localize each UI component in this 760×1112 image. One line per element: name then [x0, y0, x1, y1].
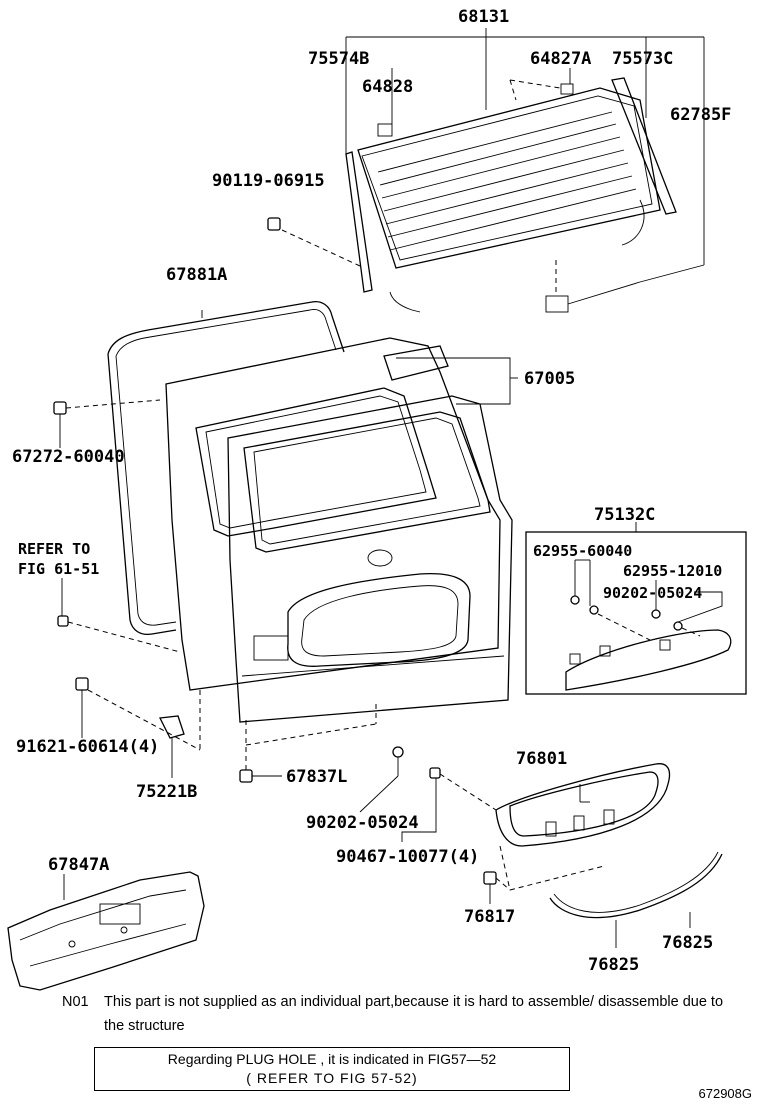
note-text: This part is not supplied as an individu…	[104, 994, 724, 1034]
label-67272-60040: 67272-60040	[12, 447, 125, 467]
label-refer-line1: REFER TO	[18, 540, 90, 558]
label-67005: 67005	[524, 369, 575, 389]
plug-hole-line1: Regarding PLUG HOLE , it is indicated in…	[167, 1051, 497, 1067]
label-90119-06915: 90119-06915	[212, 171, 325, 191]
clip-90119-icon	[267, 217, 281, 231]
label-75573C: 75573C	[612, 49, 673, 69]
leaders-67005	[201, 310, 518, 405]
label-76801: 76801	[516, 749, 567, 769]
back-door-inner	[227, 395, 513, 723]
label-76825-right: 76825	[662, 933, 713, 953]
label-64828: 64828	[362, 77, 413, 97]
part-labels: 68131 75574B 64827A 75573C 64828 62785F …	[12, 7, 731, 975]
label-62955-60040: 62955-60040	[533, 542, 632, 560]
label-75221B: 75221B	[136, 782, 197, 802]
hinge-75221B-icon	[75, 677, 201, 778]
leaders-top	[281, 28, 705, 305]
label-90202-05024-inset: 90202-05024	[603, 584, 702, 602]
moulding-76825	[549, 851, 723, 948]
rear-window-glass	[345, 77, 677, 313]
plug-hole-notice: Regarding PLUG HOLE , it is indicated in…	[94, 1047, 570, 1091]
inset-box-75132C	[525, 522, 747, 695]
back-door-panel	[165, 337, 501, 691]
label-91621-60614: 91621-60614(4)	[16, 737, 159, 757]
label-refer-line2: FIG 61-51	[18, 560, 99, 578]
label-90202-05024: 90202-05024	[306, 813, 419, 833]
bracket-67847A	[7, 871, 205, 991]
label-76825-bottom: 76825	[588, 955, 639, 975]
label-75132C: 75132C	[594, 505, 655, 525]
clip-67272-icon	[53, 399, 161, 448]
label-67837L: 67837L	[286, 767, 347, 787]
garnish-76801	[359, 746, 671, 904]
clip-refer-icon	[57, 578, 181, 653]
label-75574B: 75574B	[308, 49, 369, 69]
label-67881A: 67881A	[166, 265, 227, 285]
label-64827A: 64827A	[530, 49, 591, 69]
plug-hole-line2: ( REFER TO FIG 57-52)	[246, 1070, 418, 1086]
label-62785F: 62785F	[670, 105, 731, 125]
figure-id: 672908G	[698, 1086, 753, 1101]
label-62955-12010: 62955-12010	[623, 562, 722, 580]
label-67847A: 67847A	[48, 855, 109, 875]
note-code: N01	[62, 994, 89, 1010]
label-90467-10077: 90467-10077(4)	[336, 847, 479, 867]
label-68131: 68131	[458, 7, 509, 27]
label-76817: 76817	[464, 907, 515, 927]
clip-67837L-icon	[239, 704, 377, 783]
back-door-outer-seal	[107, 300, 345, 636]
